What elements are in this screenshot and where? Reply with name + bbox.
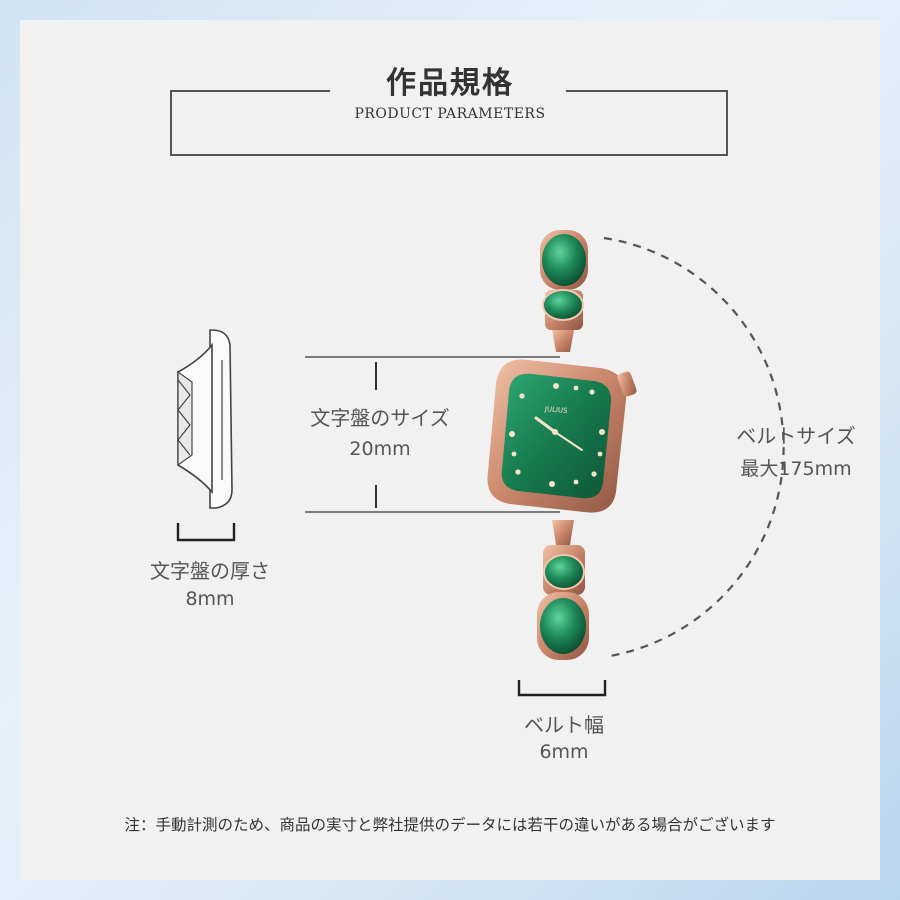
belt-size-value: 最大175mm — [740, 458, 852, 480]
dial-size-label: 文字盤のサイズ — [310, 406, 450, 430]
dial-size-guide — [305, 356, 560, 513]
dial-thickness-value: 8mm — [185, 588, 235, 610]
title-frame-top-left — [170, 90, 330, 92]
measurement-note: 注：手動計測のため、商品の実寸と弊社提供のデータには若干の違いがある場合がござい… — [124, 816, 776, 834]
title-frame-top-right — [566, 90, 726, 92]
page-subtitle: PRODUCT PARAMETERS — [354, 106, 546, 122]
belt-width-value: 6mm — [539, 741, 589, 763]
page-title: 作品規格 — [386, 66, 514, 101]
product-card — [20, 20, 880, 880]
belt-width-bracket — [517, 680, 607, 697]
thickness-bracket — [176, 523, 236, 542]
belt-size-arc — [603, 236, 785, 658]
title-frame — [170, 90, 728, 156]
watch-brand-logo: JULIUS — [544, 405, 569, 415]
watch-illustration: JULIUS — [487, 230, 637, 660]
dial-size-value: 20mm — [349, 438, 411, 460]
dial-thickness-label: 文字盤の厚さ — [150, 559, 270, 583]
belt-size-label: ベルトサイズ — [736, 424, 856, 448]
belt-width-label: ベルト幅 — [524, 713, 604, 737]
case-side-profile — [177, 329, 233, 509]
